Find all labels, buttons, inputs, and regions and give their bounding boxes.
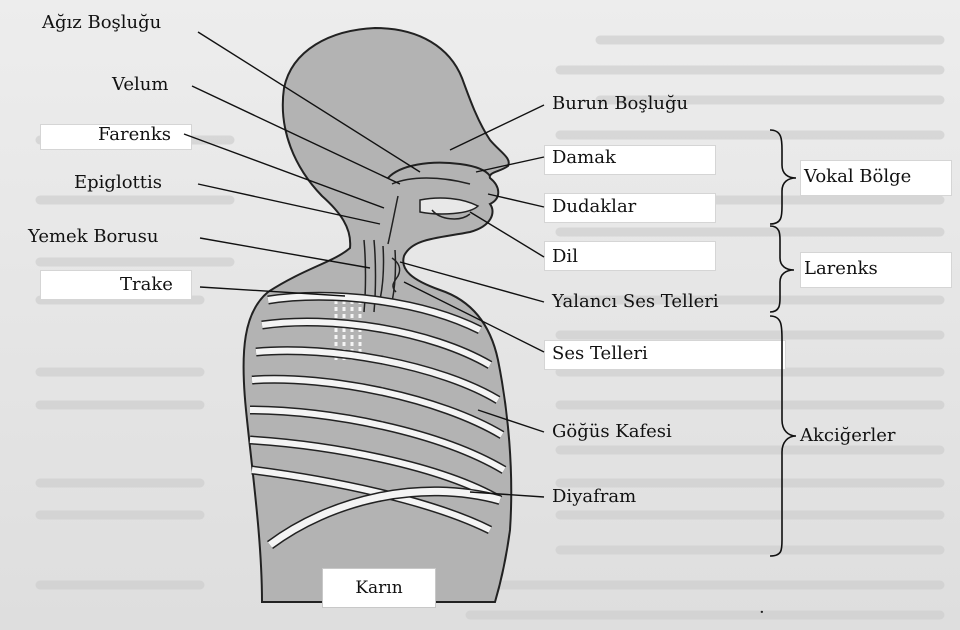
label-ses-telleri: Ses Telleri [552, 343, 648, 365]
label-farenks: Farenks [98, 124, 171, 146]
label-gogus-kafesi: Göğüs Kafesi [552, 421, 672, 443]
label-karin: Karın [322, 568, 436, 608]
region-akcigerler: Akciğerler [800, 425, 896, 447]
label-burun-boslugu: Burun Boşluğu [552, 93, 688, 115]
label-damak: Damak [552, 147, 616, 169]
region-braces [770, 130, 796, 556]
region-larenks: Larenks [804, 258, 878, 280]
label-yemek-borusu: Yemek Borusu [28, 226, 158, 248]
label-dil: Dil [552, 246, 578, 268]
label-trake: Trake [120, 274, 173, 296]
label-diyafram: Diyafram [552, 486, 636, 508]
stray-dot-mark: · [759, 602, 765, 623]
label-dudaklar: Dudaklar [552, 196, 636, 218]
label-velum: Velum [112, 74, 168, 96]
label-yalanci-ses-telleri: Yalancı Ses Telleri [552, 291, 719, 313]
region-vokal-bolge: Vokal Bölge [804, 166, 911, 188]
label-epiglottis: Epiglottis [74, 172, 162, 194]
label-agiz-boslugu: Ağız Boşluğu [42, 12, 161, 34]
